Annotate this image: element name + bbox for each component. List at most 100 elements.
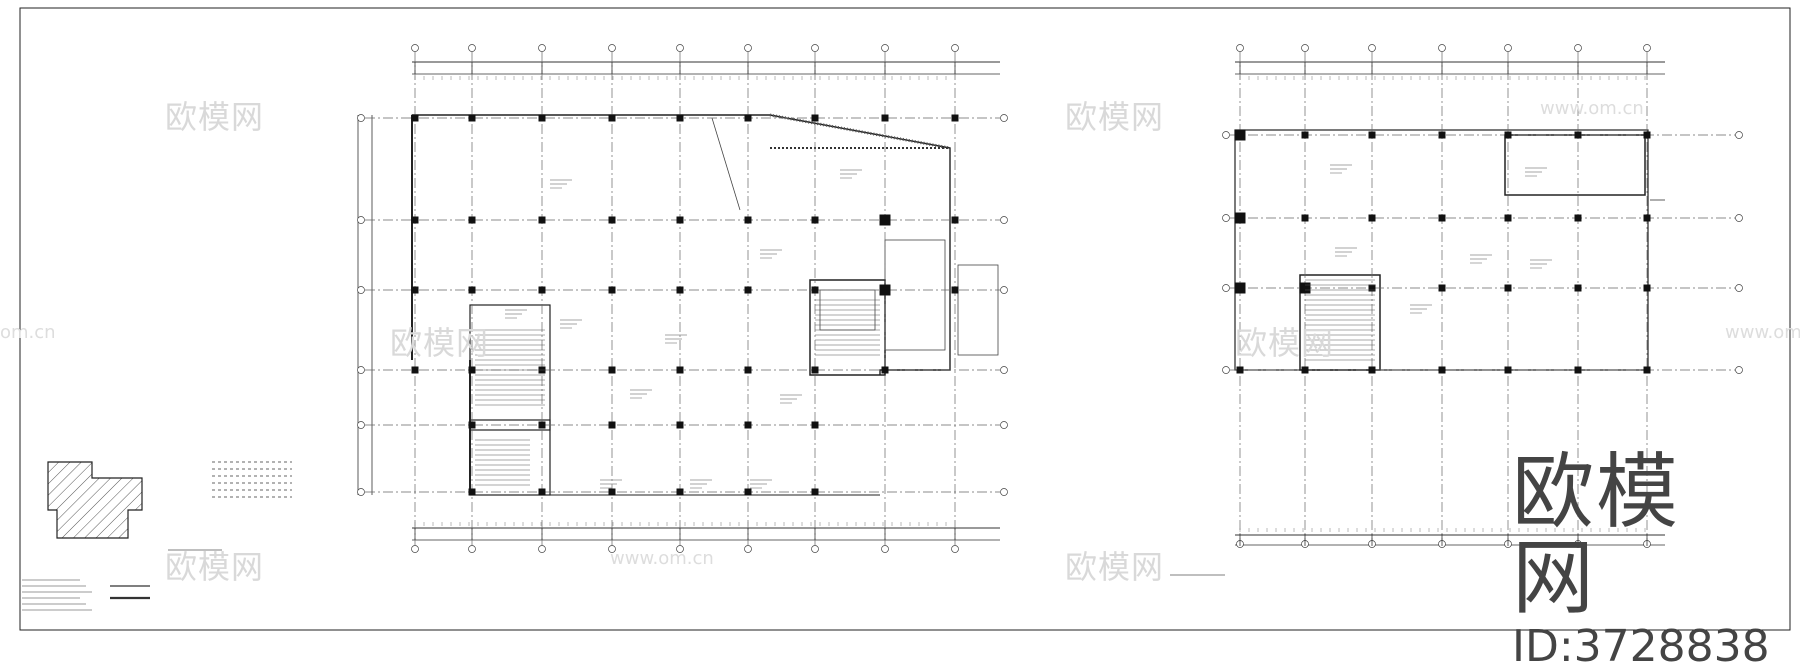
- grid-bubble: [411, 44, 419, 52]
- grid-bubble: [1000, 114, 1008, 122]
- structural-column: [538, 488, 546, 496]
- grid-bubble: [1222, 214, 1230, 222]
- grid-bubble: [1574, 44, 1582, 52]
- structural-column: [879, 284, 891, 296]
- grid-bubble: [881, 545, 889, 553]
- structural-column: [1643, 284, 1651, 292]
- watermark-url: www.om.cn: [610, 548, 714, 569]
- structural-column: [1234, 129, 1246, 141]
- structural-column: [538, 216, 546, 224]
- structural-column: [1438, 131, 1446, 139]
- structural-column: [744, 216, 752, 224]
- structural-column: [811, 286, 819, 294]
- watermark-brand: 欧模网: [1065, 98, 1165, 136]
- structural-column: [1438, 366, 1446, 374]
- watermark-brand: 欧模网: [165, 98, 265, 136]
- structural-column: [608, 216, 616, 224]
- grid-bubble: [1000, 216, 1008, 224]
- site-key-plan: [47, 461, 143, 539]
- structural-column: [1299, 282, 1311, 294]
- watermark-brand: 欧模网: [1065, 548, 1165, 586]
- structural-column: [951, 286, 959, 294]
- structural-column: [411, 286, 419, 294]
- watermark-brand: 欧模网: [390, 324, 490, 362]
- structural-column: [468, 366, 476, 374]
- grid-bubble: [676, 44, 684, 52]
- grid-bubble: [951, 44, 959, 52]
- structural-column: [744, 286, 752, 294]
- structural-column: [1236, 366, 1244, 374]
- watermark-brand: 欧模网: [1235, 324, 1335, 362]
- grid-bubble: [1735, 131, 1743, 139]
- structural-column: [951, 216, 959, 224]
- structural-column: [1234, 282, 1246, 294]
- grid-bubble: [881, 44, 889, 52]
- grid-bubble: [1438, 44, 1446, 52]
- structural-column: [881, 114, 889, 122]
- structural-column: [744, 114, 752, 122]
- structural-column: [676, 114, 684, 122]
- structural-column: [1368, 366, 1376, 374]
- structural-column: [1301, 366, 1309, 374]
- watermark-url: www.om.cn: [1725, 322, 1800, 343]
- structural-column: [676, 488, 684, 496]
- left-floor-plan: [357, 61, 1000, 541]
- grid-bubble: [1735, 214, 1743, 222]
- structural-column: [468, 216, 476, 224]
- structural-column: [881, 366, 889, 374]
- grid-bubble: [538, 44, 546, 52]
- structural-column: [1643, 131, 1651, 139]
- left-plan-grid: [357, 44, 1008, 553]
- structural-column: [608, 114, 616, 122]
- structural-column: [1574, 366, 1582, 374]
- structural-column: [1301, 214, 1309, 222]
- structural-column: [1504, 131, 1512, 139]
- grid-bubble: [951, 545, 959, 553]
- structural-column: [1438, 214, 1446, 222]
- structural-column: [1574, 131, 1582, 139]
- structural-column: [1574, 284, 1582, 292]
- grid-bubble: [811, 44, 819, 52]
- structural-column: [1368, 214, 1376, 222]
- grid-bubble: [1222, 366, 1230, 374]
- structural-column: [538, 286, 546, 294]
- structural-column: [811, 366, 819, 374]
- structural-column: [811, 421, 819, 429]
- grid-bubble: [811, 545, 819, 553]
- structural-column: [811, 114, 819, 122]
- structural-column: [608, 366, 616, 374]
- structural-column: [676, 366, 684, 374]
- watermark-brand: 欧模网: [165, 548, 265, 586]
- stair-treads: [475, 279, 1375, 486]
- watermark-url: om.cn: [0, 322, 56, 343]
- structural-column: [744, 488, 752, 496]
- grid-bubble: [357, 114, 365, 122]
- grid-bubble: [608, 44, 616, 52]
- right-plan-grid: [1222, 44, 1743, 548]
- grid-bubble: [357, 216, 365, 224]
- grid-bubble: [1236, 44, 1244, 52]
- grid-bubble: [357, 488, 365, 496]
- structural-column: [744, 421, 752, 429]
- generated-plan-elements: [357, 44, 1743, 553]
- structural-column: [951, 114, 959, 122]
- structural-column: [676, 286, 684, 294]
- title-block-notes: [22, 549, 1225, 611]
- structural-column: [468, 286, 476, 294]
- structural-column: [1504, 366, 1512, 374]
- structural-column: [1301, 131, 1309, 139]
- structural-column: [411, 114, 419, 122]
- structural-column: [608, 286, 616, 294]
- grid-bubble: [676, 545, 684, 553]
- structural-column: [676, 216, 684, 224]
- grid-bubble: [1000, 366, 1008, 374]
- structural-column: [411, 366, 419, 374]
- structural-column: [1574, 214, 1582, 222]
- structural-column: [1643, 214, 1651, 222]
- structural-column: [1438, 284, 1446, 292]
- watermark-id: ID:3728838: [1512, 621, 1770, 672]
- grid-bubble: [1000, 488, 1008, 496]
- structural-column: [1643, 366, 1651, 374]
- grid-bubble: [538, 545, 546, 553]
- structural-column: [411, 216, 419, 224]
